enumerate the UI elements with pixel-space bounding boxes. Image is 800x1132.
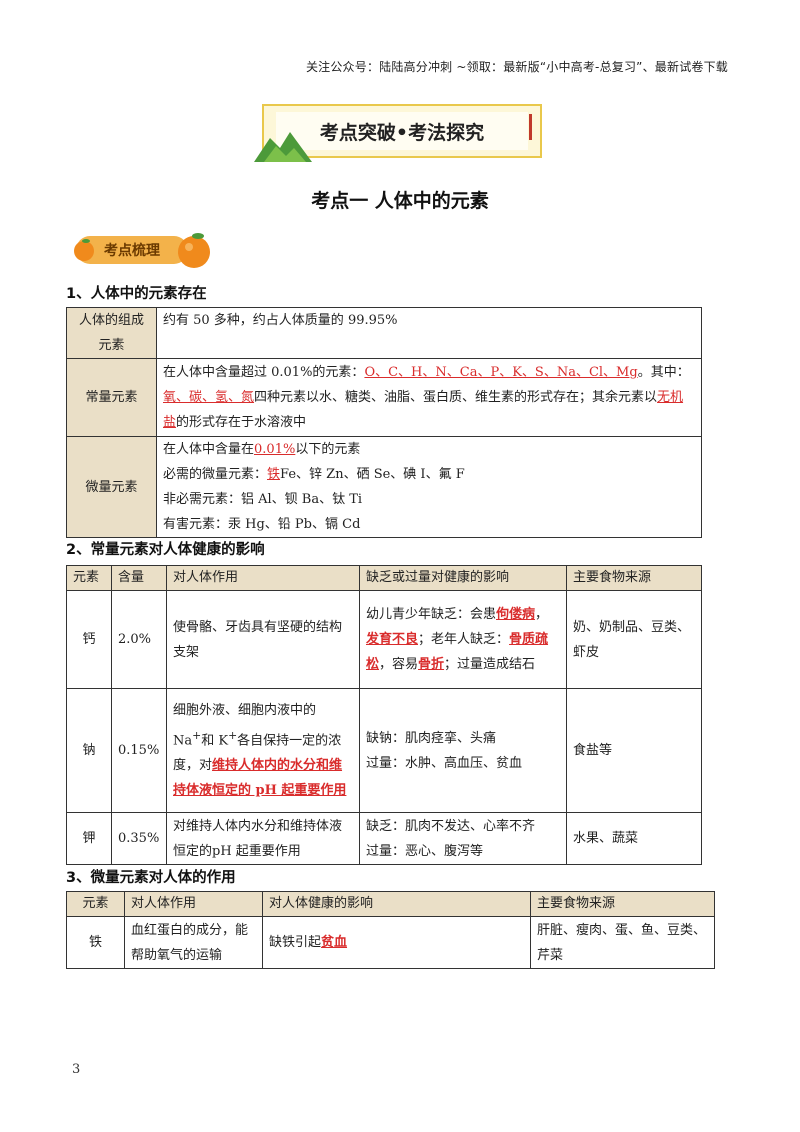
banner-title: 考点突破•考法探究 [276, 112, 528, 150]
major-elements-table: 元素 含量 对人体作用 缺乏或过量对健康的影响 主要食物来源 钙 2.0% 使骨… [66, 565, 702, 865]
health-impact: 缺铁引起贫血 [262, 916, 531, 969]
element-amount: 2.0% [111, 590, 167, 689]
highlight-text: 骨折 [418, 657, 445, 672]
text-span: 缺铁引起 [269, 935, 322, 950]
food-source: 水果、蔬菜 [566, 812, 702, 865]
element-effect: 细胞外液、细胞内液中的Na+和 K+各自保持一定的浓度，对维持人体内的水分和维持… [166, 688, 360, 813]
health-impact: 幼儿青少年缺乏：会患佝偻病， 发育不良；老年人缺乏：骨质疏松，容易骨折；过量造成结… [359, 590, 567, 689]
trace-elements-table: 元素 对人体作用 对人体健康的影响 主要食物来源 铁 血红蛋白的成分，能帮助氧气… [66, 891, 715, 969]
table-row: 人体的组成元素 约有 50 多种，约占人体质量的 99.95% [66, 307, 702, 359]
food-source: 奶、奶制品、豆类、虾皮 [566, 590, 702, 689]
page-number: 3 [72, 1062, 81, 1077]
element-effect: 对维持人体内水分和维持体液恒定的pH 起重要作用 [166, 812, 360, 865]
highlight-text: 发育不良 [366, 632, 419, 647]
section-badge: 考点梳理 [72, 230, 212, 270]
text-span: Fe、锌 Zn、硒 Se、碘 I、氟 F [280, 467, 465, 482]
table-row: 常量元素 在人体中含量超过 0.01%的元素：O、C、H、N、Ca、P、K、S、… [66, 358, 702, 437]
text-span: 。其中： [637, 365, 690, 380]
element-amount: 0.15% [111, 688, 167, 813]
highlight-text: 贫血 [321, 935, 348, 950]
text-span: ， [535, 607, 549, 622]
text-span: 各自保持一定的浓度，对 [173, 733, 342, 774]
text-line: 缺钠：肌肉痉挛、头痛 [366, 730, 497, 746]
row-label: 微量元素 [66, 436, 157, 538]
element-name: 铁 [66, 916, 125, 969]
text-line: 在人体中含量在0.01%以下的元素 [163, 437, 695, 462]
elements-table: 人体的组成元素 约有 50 多种，约占人体质量的 99.95% 常量元素 在人体… [66, 307, 702, 538]
highlight-text: 无机盐 [163, 390, 684, 430]
header-cell: 缺乏或过量对健康的影响 [359, 565, 567, 591]
table-row: 钠 0.15% 细胞外液、细胞内液中的Na+和 K+各自保持一定的浓度，对维持人… [66, 688, 702, 813]
text-span: 和 K [201, 733, 229, 749]
text-span: ；过量造成结石 [444, 657, 536, 672]
superscript: + [192, 728, 202, 742]
health-impact: 缺乏：肌肉不发达、心率不齐 过量：恶心、腹泻等 [359, 812, 567, 865]
text-span: 在人体中含量在 [163, 442, 255, 457]
text-span: 在人体中含量超过 0.01%的元素： [163, 365, 365, 380]
text-span: ，容易 [379, 657, 419, 672]
mountain-icon [254, 132, 312, 162]
banner-pole-icon [529, 114, 532, 140]
highlight-text: 铁 [267, 467, 281, 482]
row-content: 约有 50 多种，约占人体质量的 99.95% [156, 307, 702, 359]
highlight-text: 骨质疏松 [366, 632, 549, 672]
highlight-text: O、C、H、N、Ca、P、K、S、Na、Cl、Mg [364, 365, 638, 380]
orange-right-icon [178, 233, 210, 268]
page-header: 关注公众号：陆陆高分冲刺 ~领取：最新版“小中高考-总复习”、最新试卷下载 [305, 60, 728, 74]
section1-title: 1、人体中的元素存在 [66, 286, 207, 302]
element-name: 钾 [66, 812, 112, 865]
text-line: 非必需元素：铝 Al、钡 Ba、钛 Ti [163, 492, 363, 507]
element-amount: 0.35% [111, 812, 167, 865]
header-cell: 对人体作用 [124, 891, 263, 917]
row-label: 常量元素 [66, 358, 157, 437]
text-line: 必需的微量元素：铁Fe、锌 Zn、硒 Se、碘 I、氟 F [163, 462, 695, 487]
header-cell: 含量 [111, 565, 167, 591]
badge-label: 考点梳理 [76, 236, 188, 264]
section-banner: 考点突破•考法探究 [254, 104, 542, 162]
food-source: 食盐等 [566, 688, 702, 813]
element-effect: 血红蛋白的成分，能帮助氧气的运输 [124, 916, 263, 969]
text-span: 必需的微量元素： [163, 467, 268, 482]
header-cell: 主要食物来源 [566, 565, 702, 591]
table-row: 铁 血红蛋白的成分，能帮助氧气的运输 缺铁引起贫血 肝脏、瘦肉、蛋、鱼、豆类、芹… [66, 916, 715, 969]
orange-left-icon [74, 239, 94, 261]
text-span: 四种元素以水、糖类、油脂、蛋白质、维生素的形式存在；其余元素以 [254, 390, 658, 405]
section2-title: 2、常量元素对人体健康的影响 [66, 542, 265, 558]
food-source: 肝脏、瘦肉、蛋、鱼、豆类、芹菜 [530, 916, 715, 969]
highlight-text: 氧、碳、氢、氮 [163, 390, 255, 405]
topic-title: 考点一 人体中的元素 [311, 190, 489, 212]
text-line: 过量：水肿、高血压、贫血 [366, 755, 523, 771]
text-span: ；老年人缺乏： [418, 632, 510, 647]
health-impact: 缺钠：肌肉痉挛、头痛 过量：水肿、高血压、贫血 [359, 688, 567, 813]
text-span: Na [173, 733, 193, 749]
highlight-text: 维持人体内的水分和维持体液恒定的 pH 起重要作用 [173, 758, 347, 799]
header-cell: 元素 [66, 891, 125, 917]
text-line: 过量：恶心、腹泻等 [366, 843, 484, 859]
highlight-text: 0.01% [254, 442, 296, 457]
text-span: 细胞外液、细胞内液中的 [173, 702, 317, 718]
text-span: 的形式存在于水溶液中 [176, 415, 307, 430]
header-cell: 对人体健康的影响 [262, 891, 531, 917]
element-name: 钙 [66, 590, 112, 689]
row-content: 在人体中含量在0.01%以下的元素 必需的微量元素：铁Fe、锌 Zn、硒 Se、… [156, 436, 702, 538]
row-content: 在人体中含量超过 0.01%的元素：O、C、H、N、Ca、P、K、S、Na、Cl… [156, 358, 702, 437]
table-header-row: 元素 含量 对人体作用 缺乏或过量对健康的影响 主要食物来源 [66, 565, 702, 591]
row-label: 人体的组成元素 [66, 307, 157, 359]
section3-title: 3、微量元素对人体的作用 [66, 870, 236, 886]
superscript: + [228, 728, 238, 742]
text-span: 以下的元素 [295, 442, 361, 457]
table-header-row: 元素 对人体作用 对人体健康的影响 主要食物来源 [66, 891, 715, 917]
header-cell: 元素 [66, 565, 112, 591]
header-cell: 对人体作用 [166, 565, 360, 591]
table-row: 钙 2.0% 使骨骼、牙齿具有坚硬的结构支架 幼儿青少年缺乏：会患佝偻病， 发育不… [66, 590, 702, 689]
table-row: 钾 0.35% 对维持人体内水分和维持体液恒定的pH 起重要作用 缺乏：肌肉不发… [66, 812, 702, 865]
element-effect: 使骨骼、牙齿具有坚硬的结构支架 [166, 590, 360, 689]
header-cell: 主要食物来源 [530, 891, 715, 917]
element-name: 钠 [66, 688, 112, 813]
text-line: 缺乏：肌肉不发达、心率不齐 [366, 818, 536, 834]
highlight-text: 佝偻病 [496, 607, 536, 622]
text-span: 幼儿青少年缺乏：会患 [366, 607, 497, 622]
text-line: 有害元素：汞 Hg、铅 Pb、镉 Cd [163, 517, 361, 532]
table-row: 微量元素 在人体中含量在0.01%以下的元素 必需的微量元素：铁Fe、锌 Zn、… [66, 436, 702, 538]
